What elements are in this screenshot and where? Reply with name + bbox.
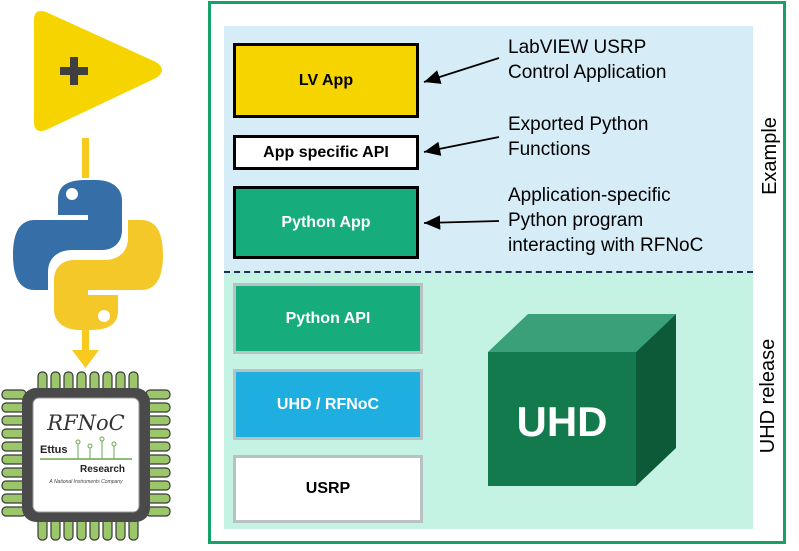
left-logo-column: RFNoC Ettus Research A National Instrume… [1, 11, 171, 541]
research-logo-text: Research [80, 464, 125, 475]
down-arrow-icon [82, 138, 89, 178]
app-specific-api-box: App specific API [233, 135, 419, 170]
lv-app-note: LabVIEW USRP Control Application [508, 35, 666, 85]
python-api-box: Python API [233, 283, 423, 354]
python-app-note: Application-specific Python program inte… [508, 183, 703, 258]
section-divider [224, 271, 753, 273]
rfnoc-logo-text: RFNoC [46, 411, 124, 435]
company-logo-text: A National Instruments Company [48, 479, 123, 485]
uhd-cube-icon: UHD [488, 314, 676, 486]
note-line: Control Application [508, 62, 667, 83]
uhd-cube-label: UHD [517, 398, 608, 445]
uhd-release-side-label: UHD release [757, 338, 779, 454]
note-line: Exported Python [508, 114, 649, 135]
usrp-box: USRP [233, 455, 423, 523]
down-arrow-icon [72, 330, 99, 368]
note-line: Functions [508, 139, 591, 160]
uhd-rfnoc-box: UHD / RFNoC [233, 369, 423, 440]
lv-app-box: LV App [233, 43, 419, 118]
app-api-note: Exported Python Functions [508, 112, 648, 162]
note-line: Application-specific [508, 185, 671, 206]
note-line: LabVIEW USRP [508, 37, 647, 58]
labview-plus-icon [34, 11, 162, 131]
note-line: interacting with RFNoC [508, 235, 704, 256]
python-logo-icon [13, 180, 163, 330]
main-frame [208, 1, 786, 544]
rfnoc-chip-icon: RFNoC Ettus Research A National Instrume… [1, 371, 171, 541]
note-line: Python program [508, 210, 644, 231]
example-side-label: Example [759, 117, 781, 195]
python-app-box: Python App [233, 186, 419, 259]
ettus-logo-text: Ettus [40, 444, 68, 456]
